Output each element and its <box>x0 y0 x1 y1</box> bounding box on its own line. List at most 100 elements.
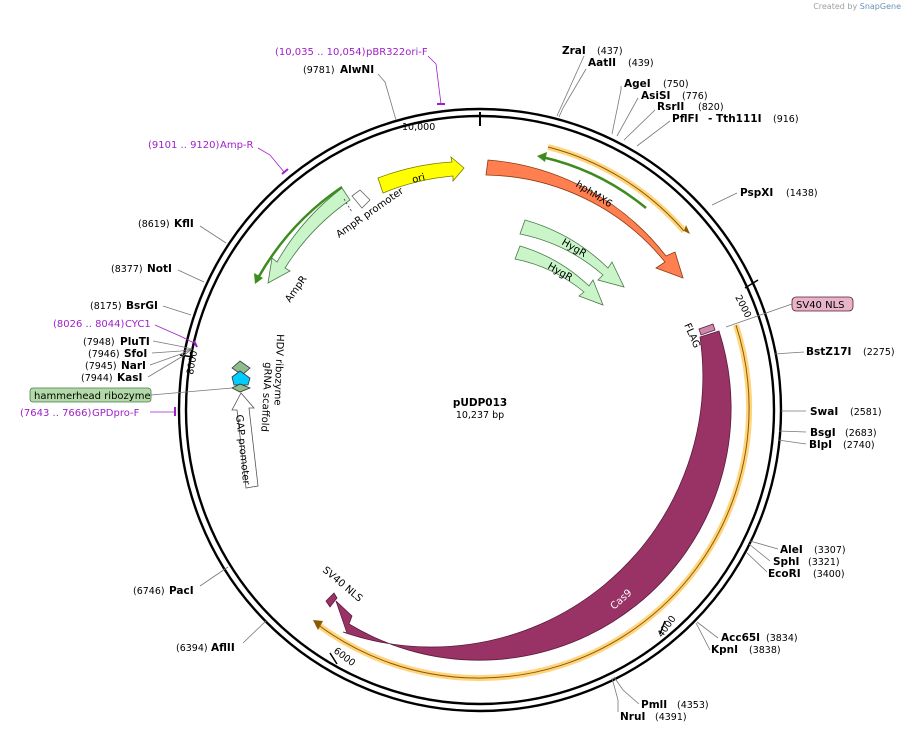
site-kpni-pos: (3838) <box>749 645 781 656</box>
site-sphi-pos: (3321) <box>808 557 840 568</box>
cyc1-leader <box>154 324 197 345</box>
noti-leader <box>177 269 205 283</box>
site-alwni-pos: (9781) <box>303 65 335 76</box>
ori-label: ori <box>411 172 426 186</box>
aatii-leader <box>558 68 587 118</box>
tick-2000-mark <box>744 279 759 289</box>
agei-leader <box>611 86 622 135</box>
site-pspxi: PspXI <box>740 187 773 199</box>
tick-4000: 4000 <box>656 614 679 640</box>
site-pflfi: PflFI <box>672 113 699 125</box>
sv40-nls-bottom-mark <box>325 592 338 608</box>
ampr-dash <box>343 198 353 213</box>
ecori-leader <box>745 551 768 573</box>
acc65i-leader <box>696 621 719 639</box>
hammerhead-label: hammerhead ribozyme <box>34 391 151 402</box>
sv40-nls-box-leader <box>725 303 793 328</box>
plasmid-length: 10,237 bp <box>456 410 504 421</box>
alei-leader <box>749 540 779 550</box>
primer-pbr322ori-range: (10,035 .. 10,054) <box>275 47 366 58</box>
site-asisi: AsiSI <box>641 90 670 102</box>
hammerhead-box <box>29 387 152 403</box>
site-kfli-pos: (8619) <box>138 219 170 230</box>
site-pluti: PluTI <box>120 336 150 348</box>
ori-arrow <box>377 155 465 194</box>
site-kpni: KpnI <box>711 644 738 656</box>
site-tth111i: - Tth111I <box>708 113 762 125</box>
hdv-ribozyme-label: HDV ribozyme <box>272 334 285 406</box>
site-nrui-pos: (4391) <box>655 712 687 723</box>
hygr-arrow-1 <box>519 219 625 288</box>
tick-8000: 8000 <box>185 350 200 376</box>
bsrgi-leader <box>162 305 192 316</box>
site-zrai: ZraI <box>562 45 586 57</box>
primer-gpdpro-range: (7643 .. 7666) <box>20 408 92 419</box>
plasmid-name: pUDP013 <box>453 397 507 409</box>
site-aflii-pos: (6394) <box>176 643 208 654</box>
site-rsrii-pos: (820) <box>698 102 724 113</box>
hph-line-arrow <box>684 225 690 234</box>
site-nrui: NruI <box>620 711 645 723</box>
bsgi-leader <box>778 430 807 433</box>
kpni-leader <box>695 622 711 651</box>
snapgene-brand: SnapGene <box>859 2 901 11</box>
ampr-green-arrow <box>254 273 263 284</box>
cyc1-primer-mark <box>193 340 198 348</box>
ampr-primer-leader <box>257 147 285 173</box>
sv40-nls-box <box>791 296 854 312</box>
cas9-arrow <box>335 330 732 661</box>
cas9-line-arrow <box>313 620 323 630</box>
primer-cyc1-name: CYC1 <box>125 319 151 330</box>
site-paci: PacI <box>169 585 194 597</box>
site-kasi-pos: (7944) <box>81 373 113 384</box>
ampr-green-line <box>256 185 343 279</box>
site-aflii: AflII <box>211 642 235 654</box>
site-bsgi-pos: (2683) <box>845 428 877 439</box>
site-pmli-pos: (4353) <box>677 700 709 711</box>
hdv-ribozyme-mark <box>231 370 251 386</box>
site-pmli: PmlI <box>641 699 667 711</box>
site-asisi-pos: (776) <box>682 91 708 102</box>
primer-ampr-name: Amp-R <box>220 140 254 151</box>
hygr-arrow-2 <box>514 245 604 306</box>
grna-scaffold-mark <box>231 383 252 393</box>
hygr-label-1: HygR <box>560 237 589 260</box>
primer-cyc1-range: (8026 .. 8044) <box>53 319 125 330</box>
alwni-leader <box>377 73 397 121</box>
ampr-primer-mark <box>281 168 289 175</box>
hammerhead-leader <box>150 387 233 396</box>
site-bsgi: BsgI <box>810 427 836 439</box>
site-noti: NotI <box>147 263 172 275</box>
pmli-leader <box>613 676 640 705</box>
tick-10000: 10,000 <box>402 122 435 133</box>
site-sfoi-pos: (7946) <box>88 349 120 360</box>
rsrii-leader <box>623 109 656 141</box>
gap-promoter-arrow <box>231 392 259 489</box>
site-alei-pos: (3307) <box>814 545 846 556</box>
site-pspxi-pos: (1438) <box>786 188 818 199</box>
site-pluti-pos: (7948) <box>83 337 115 348</box>
hph-line <box>547 146 685 232</box>
snapgene-credit: Created by SnapGene <box>813 2 901 11</box>
site-blpi: BlpI <box>809 439 832 451</box>
kasi-leader <box>147 348 193 378</box>
site-agei: AgeI <box>624 78 651 90</box>
hphmx6-arrow <box>485 159 684 279</box>
sv40-nls-bottom-label: SV40 NLS <box>320 565 364 605</box>
site-kasi: KasI <box>117 372 142 384</box>
hph-green-arrow <box>537 152 547 162</box>
site-bstz17i-pos: (2275) <box>863 347 895 358</box>
bstz17i-leader <box>773 351 805 355</box>
primer-ampr-range: (9101 .. 9120) <box>148 140 220 151</box>
kfli-leader <box>199 225 227 244</box>
site-alei: AleI <box>780 544 803 556</box>
site-acc65i: Acc65I <box>721 632 760 644</box>
site-sphi: SphI <box>773 556 799 568</box>
ampr-arrow <box>267 187 351 284</box>
site-swai-pos: (2581) <box>850 407 882 418</box>
aflii-leader <box>242 619 268 644</box>
grna-scaffold-label: gRNA scaffold <box>258 362 273 432</box>
site-nari-pos: (7945) <box>85 361 117 372</box>
asisi-leader <box>616 97 639 137</box>
